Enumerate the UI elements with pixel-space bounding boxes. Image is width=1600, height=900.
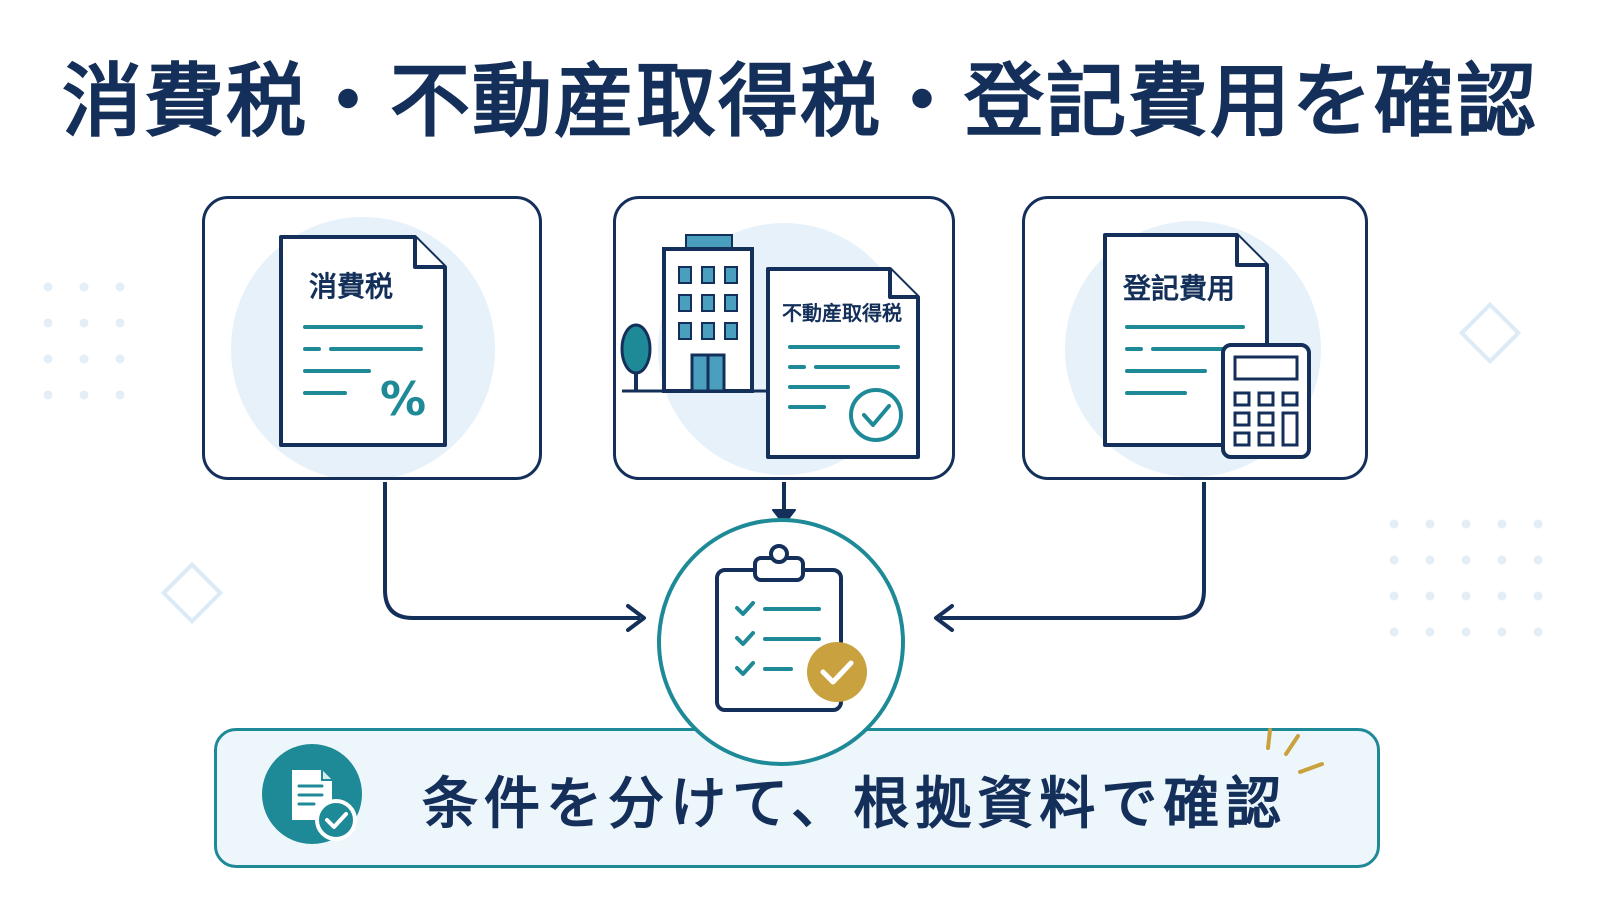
card-consumption-tax: % 消費税 [202,196,542,480]
connector-left [383,482,640,620]
card-registration-cost: 登記費用 [1022,196,1368,480]
svg-text:%: % [380,372,426,426]
arrowhead-right [934,604,954,632]
card-label-registration-cost: 登記費用 [1123,272,1236,305]
diamond-deco-right [1458,301,1522,365]
arrowhead-left [626,604,646,632]
card-acquisition-tax: 不動産取得税 [613,196,955,480]
building-document-check-icon [620,223,920,475]
diamond-deco-left [160,561,224,625]
checklist-hub [657,518,905,766]
dot-grid-right [1389,519,1543,637]
page-title: 消費税・不動産取得税・登記費用を確認 [62,55,1538,148]
arrowhead-center [772,509,796,525]
sparkle-icon [1266,728,1324,774]
document-calculator-icon [1065,221,1321,477]
clipboard-checklist-icon [715,544,867,712]
document-check-icon [262,744,362,844]
card-label-acquisition-tax: 不動産取得税 [782,301,902,325]
conclusion-text: 条件を分けて、根拠資料で確認 [422,772,1288,837]
card-label-consumption-tax: 消費税 [309,270,394,303]
connector-right [940,482,1206,620]
document-percent-icon: % [231,217,495,477]
dot-grid-left [43,282,125,400]
